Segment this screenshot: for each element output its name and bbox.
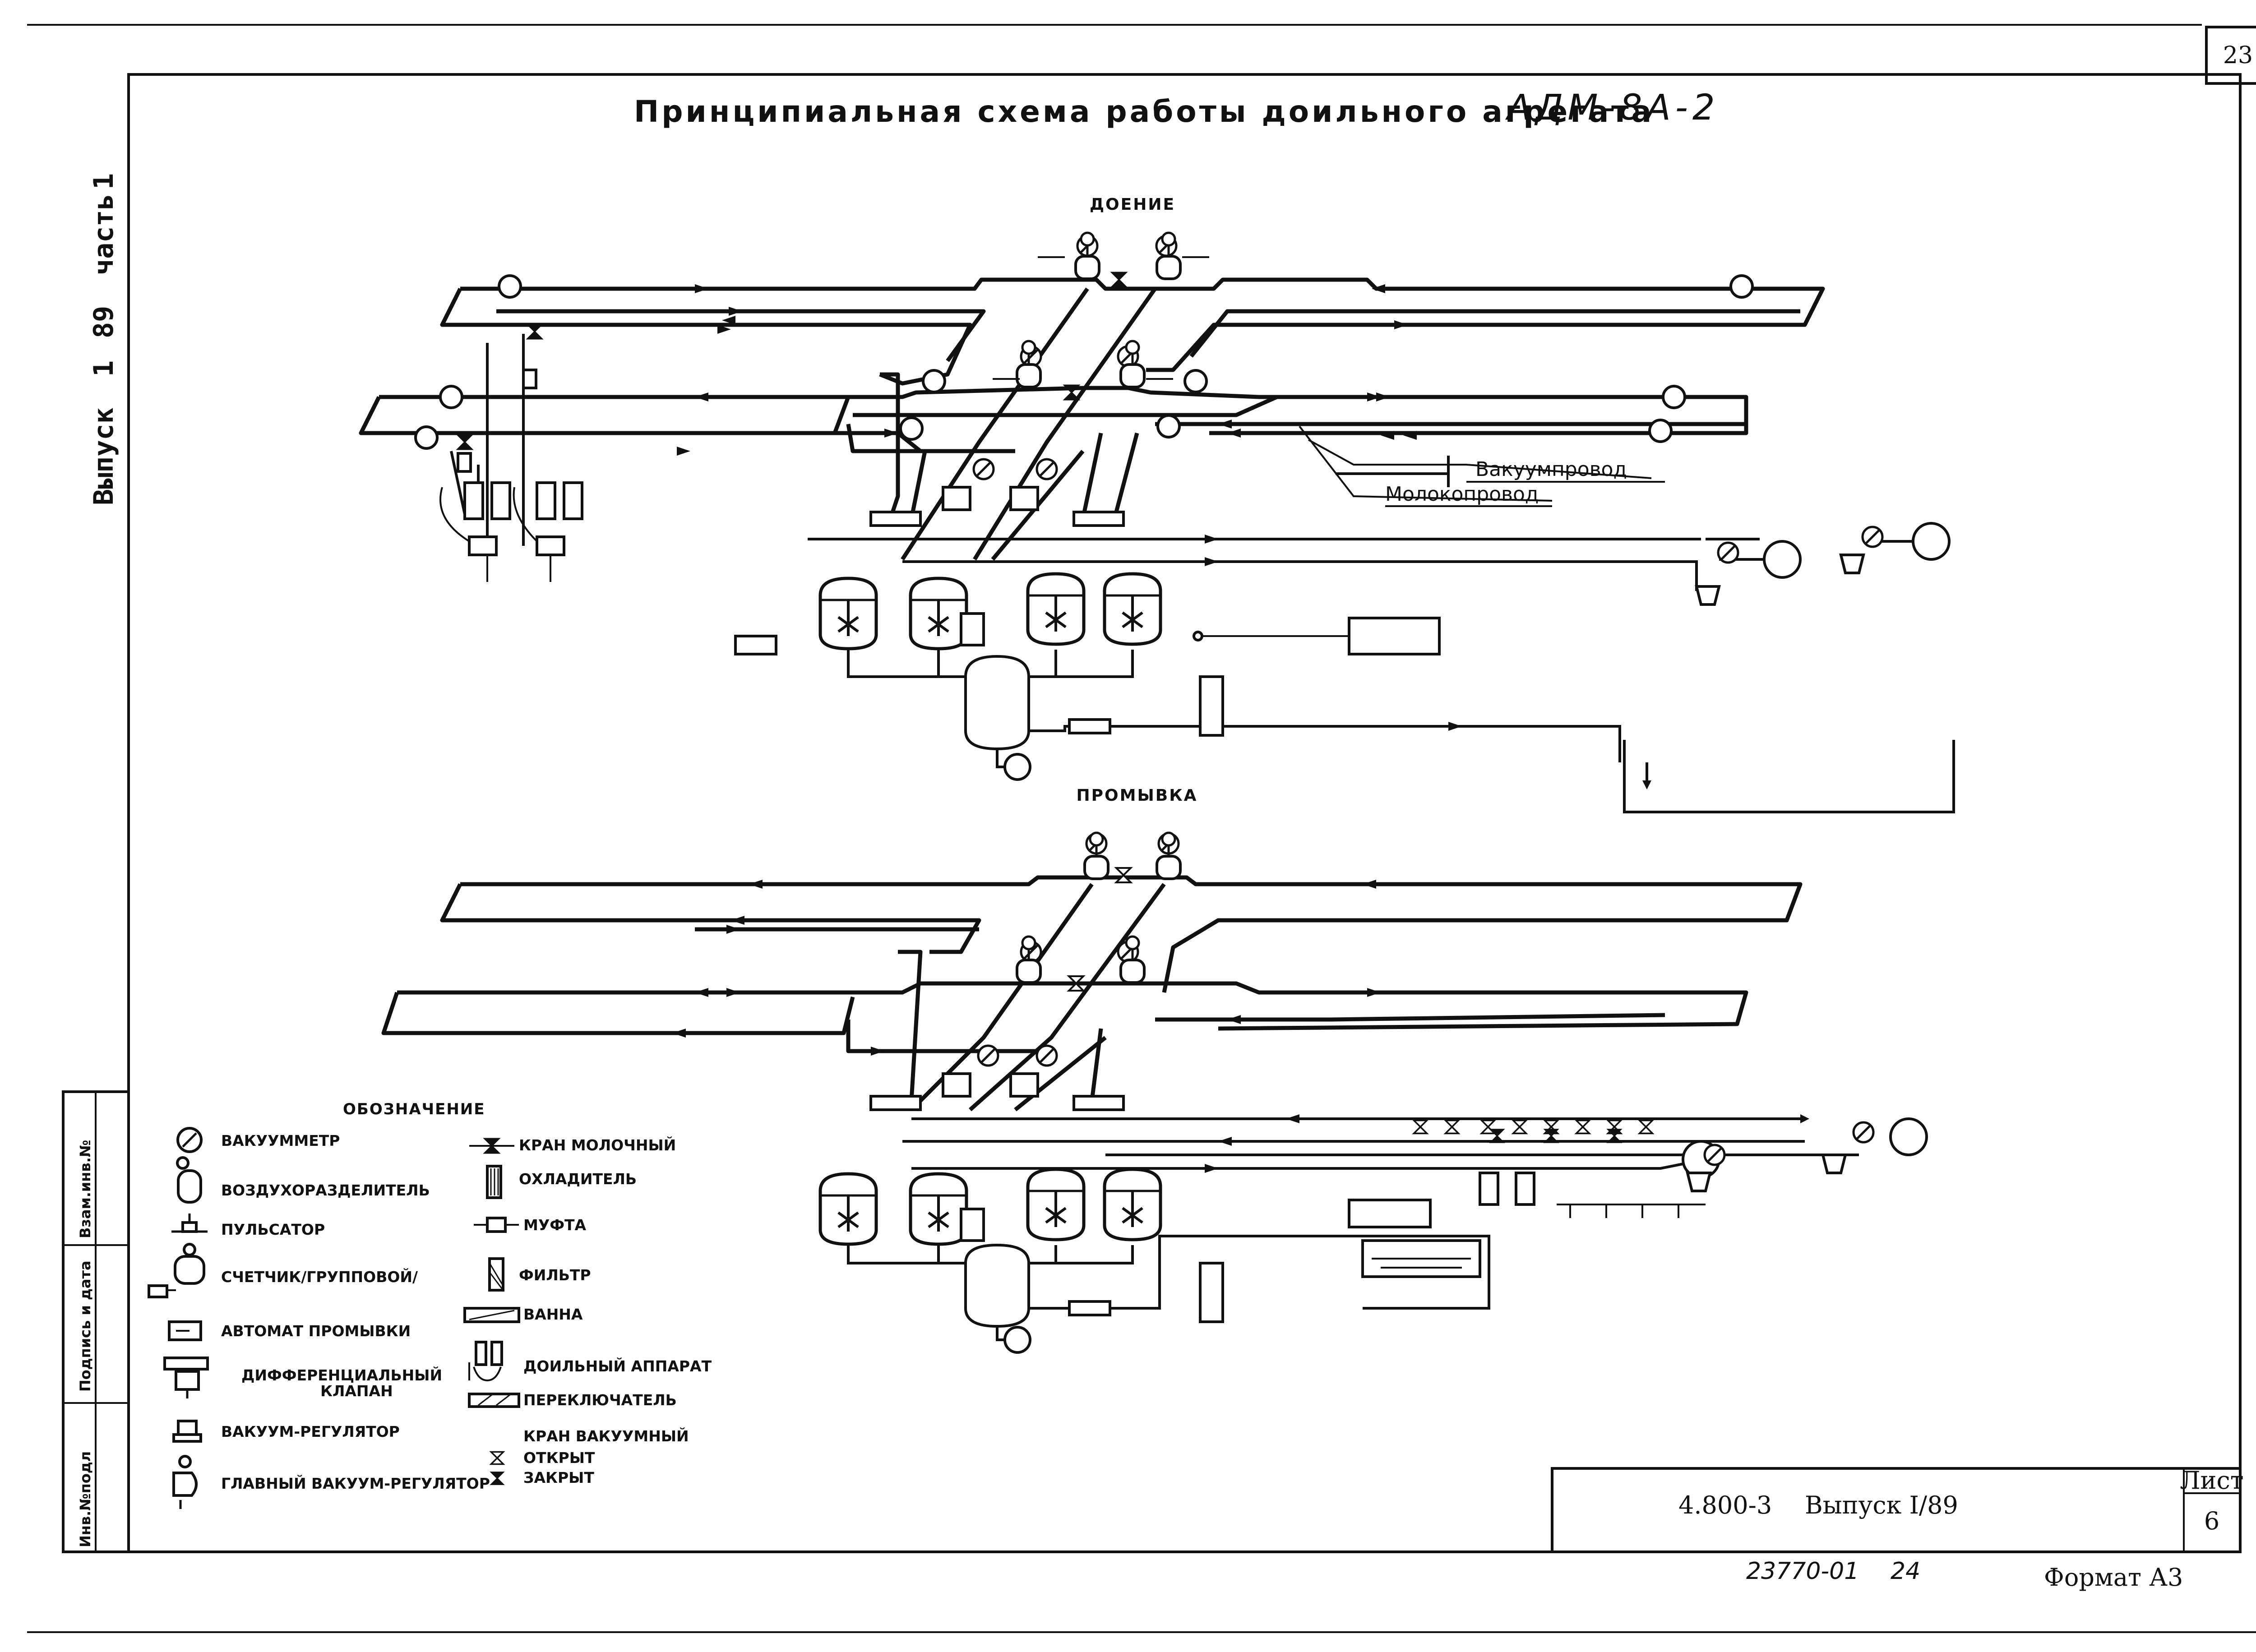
legend: ОБОЗНАЧЕНИЕ ВАКУУММЕТР ВОЗДУХОРАЗДЕЛИТЕЛ…: [148, 1100, 712, 1509]
footer-number: 24: [1891, 1558, 1920, 1585]
drawing-model: АДМ-8А-2: [1505, 88, 1720, 128]
legend-item-label: ОХЛАДИТЕЛЬ: [519, 1170, 637, 1188]
filter-icon: [488, 1257, 504, 1292]
legend-item-label-2: КЛАПАН: [320, 1382, 393, 1400]
sheet-label: Лист: [2180, 1466, 2243, 1495]
legend-item-label: ВАКУУММЕТР: [221, 1132, 340, 1149]
footer-code: 23770-01: [1746, 1558, 1859, 1585]
legend-item-label: КРАН МОЛОЧНЫЙ: [519, 1136, 676, 1154]
group-counter-icon: [148, 1243, 205, 1298]
stamp-signature-date: Подпись и дата: [77, 1260, 94, 1392]
switch-icon: [869, 511, 922, 527]
legend-item-label: ВОЗДУХОРАЗДЕЛИТЕЛЬ: [221, 1181, 430, 1199]
pulsator-icon: [171, 1214, 208, 1233]
cooler-icon: [1199, 675, 1224, 737]
legend-item-label: СЧЕТЧИК/ГРУППОВОЙ/: [221, 1268, 418, 1286]
legend-item-label: ДИФФЕРЕНЦИАЛЬНЫЙ: [241, 1366, 442, 1384]
milk-valve-icon: [469, 1138, 514, 1154]
drawing-title: Принципиальная схема работы доильного аг…: [634, 94, 1654, 129]
milking-top-loop: [460, 277, 1825, 372]
sheet-number: 6: [2204, 1507, 2219, 1535]
coupling-icon: [474, 1217, 519, 1233]
page-number: 23: [2223, 42, 2253, 69]
milk-receiver: [964, 655, 1030, 751]
section-washing-heading: ПРОМЫВКА: [1077, 786, 1198, 805]
legend-item-label: ФИЛЬТР: [519, 1266, 591, 1284]
vacuum-regulator-icon: [172, 1420, 202, 1443]
legend-item-label: АВТОМАТ ПРОМЫВКИ: [221, 1322, 411, 1340]
side-stamp: Взам.инв.№ Подпись и дата Инв.№подл: [77, 1140, 94, 1547]
page-number-box: [2205, 26, 2256, 85]
vacuum-valve-open-icon: [490, 1451, 504, 1465]
main-vacuum-regulator-icon: [172, 1455, 198, 1509]
milking-diagram: Вакуумпровод Молокопровод: [359, 233, 1955, 813]
vacuum-valve-closed-icon: [490, 1472, 504, 1485]
legend-item-label: ПУЛЬСАТОР: [221, 1221, 325, 1238]
svg-text:1: 1: [88, 360, 120, 377]
washing-automat-box: [1348, 617, 1441, 655]
milk-pipe-label: Молокопровод: [1385, 483, 1539, 506]
svg-text:часть: часть: [88, 194, 120, 275]
legend-item-label: ВАКУУМ-РЕГУЛЯТОР: [221, 1423, 400, 1440]
title-block: 4.800-3 Выпуск I/89 Лист 6: [1551, 1466, 2244, 1553]
bath-icon: [463, 1307, 520, 1323]
washing-diagram: [381, 833, 1928, 1354]
stamp-replaces-inv: Взам.инв.№: [77, 1140, 94, 1238]
footer-format: Формат А3: [2044, 1563, 2183, 1592]
vacuum-valve-open-label: ОТКРЫТ: [523, 1449, 595, 1467]
washing-top-loop: [460, 875, 1803, 993]
svg-text:89: 89: [88, 306, 120, 338]
stamp-inv-original: Инв.№подл: [77, 1451, 94, 1547]
air-separator-icon: [176, 1156, 202, 1204]
switch-icon: [468, 1393, 520, 1408]
vacuum-pipe-label: Вакуумпровод: [1475, 458, 1627, 481]
doc-issue: Выпуск I/89: [1805, 1491, 1958, 1519]
milking-second-loop: [379, 386, 1748, 435]
milking-unit-icon: [468, 1341, 503, 1382]
differential-valve-icon: [163, 1357, 209, 1398]
doc-number: 4.800-3: [1678, 1491, 1772, 1519]
cooler-icon: [486, 1165, 502, 1199]
legend-item-label: ПЕРЕКЛЮЧАТЕЛЬ: [523, 1391, 677, 1409]
legend-item-label: ВАННА: [523, 1306, 583, 1323]
legend-heading: ОБОЗНАЧЕНИЕ: [343, 1100, 485, 1118]
legend-item-label: ДОИЛЬНЫЙ АППАРАТ: [523, 1357, 712, 1375]
svg-text:Выпуск: Выпуск: [88, 407, 120, 505]
svg-text:1: 1: [88, 173, 120, 189]
vacuum-gauge-icon: [176, 1127, 203, 1153]
vacuum-valve-legend-label: КРАН ВАКУУМНЫЙ: [523, 1427, 689, 1445]
legend-item-label: МУФТА: [523, 1216, 587, 1234]
vacuum-valve-closed-label: ЗАКРЫТ: [523, 1469, 594, 1486]
legend-item-label: ГЛАВНЫЙ ВАКУУМ-РЕГУЛЯТОР: [221, 1474, 490, 1492]
side-issue-label: Выпуск 1 89 часть 1: [88, 173, 120, 505]
washing-automat-icon: [168, 1320, 202, 1341]
section-milking-heading: ДОЕНИЕ: [1090, 195, 1175, 214]
